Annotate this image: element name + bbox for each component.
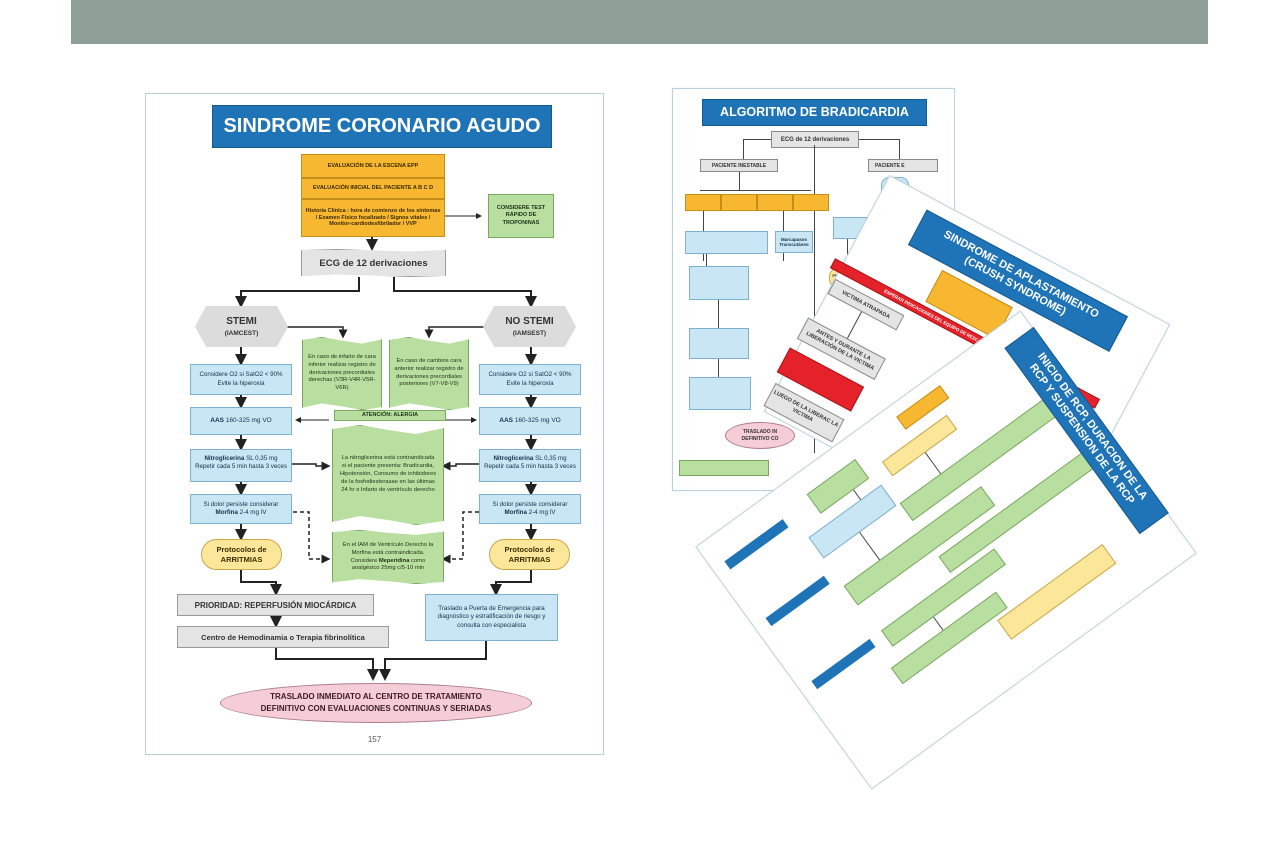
right-arrhythmia-protocol: Protocolos de ARRITMIAS (489, 539, 570, 570)
connector (846, 311, 862, 339)
final-transfer-line-1: TRASLADO INMEDIATO AL CENTRO DE TRATAMIE… (270, 692, 482, 701)
bradycardia-title: ALGORITMO DE BRADICARDIA (702, 99, 927, 126)
left-aas-drug: AAS (210, 416, 225, 424)
final-transfer-ellipse: TRASLADO INMEDIATO AL CENTRO DE TRATAMIE… (220, 683, 532, 723)
left-morphine-dose: 2-4 mg IV (239, 509, 267, 517)
connector (859, 532, 881, 561)
connector (814, 145, 815, 453)
ecg-box: ECG de 12 derivaciones (301, 249, 446, 277)
left-morphine-pre: Si dolor persiste considerar (203, 501, 279, 508)
left-arrhythmia-protocol: Protocolos de ARRITMIAS (201, 539, 282, 570)
acute-coronary-syndrome-document: SINDROME CORONARIO AGUDO EVALUACIÓN DE L… (145, 93, 604, 755)
cause-box (685, 194, 721, 211)
stemi-decision: STEMI (IAMCEST) (195, 306, 288, 347)
cause-box (721, 194, 757, 211)
no-stemi-label: NO STEMI (505, 316, 554, 327)
connector (853, 489, 861, 500)
connector (924, 452, 941, 474)
connector (718, 359, 719, 377)
connector (700, 190, 811, 191)
slide-header-bar (71, 0, 1208, 44)
left-morphine-drug: Morfina (215, 509, 238, 517)
atropine-box (685, 231, 768, 254)
right-aas-drug: AAS (499, 416, 514, 424)
flow-connectors (235, 213, 537, 681)
cpr-yellow-box (997, 543, 1117, 640)
connector (859, 139, 899, 140)
right-nitro-drug: Nitroglicerina (493, 455, 534, 462)
no-stemi-sublabel: (IAMSEST) (512, 330, 547, 337)
clinical-history-box: Historia Clínica : hora de comienzo de l… (301, 199, 445, 237)
bradycardia-ecg-box: ECG de 12 derivaciones (771, 131, 859, 148)
right-nitro-box: Nitroglicerina SL 0,35 mg Repetir cada 5… (479, 449, 581, 482)
cause-box (757, 194, 793, 211)
bradycardia-transfer-line-2: DEFINITIVO CO (741, 435, 779, 442)
stemi-label: STEMI (226, 316, 257, 327)
left-aas-box: AAS 160-325 mg VO (190, 407, 292, 435)
stemi-sublabel: (IAMCEST) (224, 330, 259, 337)
scene-evaluation-box: EVALUACIÓN DE LA ESCENA EPP (301, 154, 445, 178)
final-transfer-line-2: DEFINITIVO CON EVALUACIONES CONTINUAS Y … (260, 704, 492, 713)
atropine-ineffective-box (689, 266, 749, 300)
right-aas-dose: 160-325 mg VO (514, 416, 561, 424)
anterior-changes-note: En caso de cambios cara anterior realiza… (389, 337, 469, 410)
cpr-yellow-box (881, 414, 958, 477)
nitroglycerin-warning: La nitroglicerina está contraindicada si… (332, 425, 444, 525)
connector (739, 172, 740, 190)
document-title: SINDROME CORONARIO AGUDO (212, 105, 552, 148)
right-ventricle-morphine-warning: En el IAM de Ventrículo Derecho la Morfi… (332, 530, 444, 584)
calcium-box (689, 377, 751, 410)
bradycardia-transfer-line-1: TRASLADO IN (742, 429, 778, 435)
left-nitro-box: Nitroglicerina SL 0,35 mg Repetir cada 5… (190, 449, 292, 482)
connector (933, 616, 944, 631)
morphine-warning-text: En el IAM de Ventrículo Derecho la Morfi… (342, 542, 434, 564)
right-morphine-drug: Morfina (504, 509, 527, 517)
stable-patient-box: PACIENTE E (868, 159, 938, 172)
meperidine-drug: Meperidina (378, 557, 410, 564)
allergy-warning-label: ATENCIÓN: ALERGIA (334, 410, 446, 421)
connector (743, 139, 744, 159)
hemodynamics-center-box: Centro de Hemodinamia o Terapia fibrinol… (177, 626, 389, 648)
section-bar (811, 638, 876, 690)
no-stemi-decision: NO STEMI (IAMSEST) (483, 306, 576, 347)
left-nitro-dose: SL 0,35 mg Repetir cada 5 min hasta 3 ve… (195, 455, 287, 471)
glucagon-box (689, 328, 749, 359)
connector (899, 139, 900, 159)
left-morphine-box: Si dolor persiste considerar Morfina 2-4… (190, 494, 292, 524)
right-aas-box: AAS 160-325 mg VO (479, 407, 581, 435)
right-oxygen-box: Considere O2 si SatO2 < 90% Evite la hip… (479, 364, 581, 395)
dopamine-note-box (679, 460, 769, 476)
page-number: 157 (367, 735, 382, 744)
section-bar (765, 575, 830, 627)
meperidine-dose: como analgésico 25mg c/5-10 min (351, 557, 426, 572)
inferior-infarct-note: En caso de infarto de cara inferior real… (302, 337, 382, 410)
right-nitro-dose: SL 0,35 mg Repetir cada 5 min hasta 3 ve… (484, 455, 576, 471)
bradycardia-transfer-ellipse: TRASLADO IN DEFINITIVO CO (725, 422, 795, 449)
right-morphine-box: Si dolor persiste considerar Morfina 2-4… (479, 494, 581, 524)
unstable-patient-box: PACIENTE INESTABLE (700, 159, 778, 172)
section-bar (724, 519, 789, 570)
left-aas-dose: 160-325 mg VO (225, 416, 272, 424)
initial-patient-evaluation-box: EVALUACIÓN INICIAL DEL PACIENTE A B C D (301, 178, 445, 199)
left-oxygen-box: Considere O2 si SatO2 < 90% Evite la hip… (190, 364, 292, 395)
troponin-test-box: CONSIDERE TEST RÁPIDO DE TROPONINAS (488, 194, 554, 238)
cause-box (793, 194, 829, 211)
connector (706, 254, 707, 266)
connector (743, 139, 771, 140)
reperfusion-priority-box: PRIORIDAD: REPERFUSIÓN MIOCÁRDICA (177, 594, 374, 616)
left-nitro-drug: Nitroglicerina (204, 455, 245, 462)
right-morphine-pre: Si dolor persiste considerar (492, 501, 568, 508)
transcutaneous-pacing-box: Marcapasos Transcutáneo (775, 231, 813, 253)
emergency-transfer-box: Traslado a Puerta de Emergencia para dia… (425, 594, 558, 641)
connector (718, 300, 719, 328)
right-morphine-dose: 2-4 mg IV (528, 509, 556, 517)
